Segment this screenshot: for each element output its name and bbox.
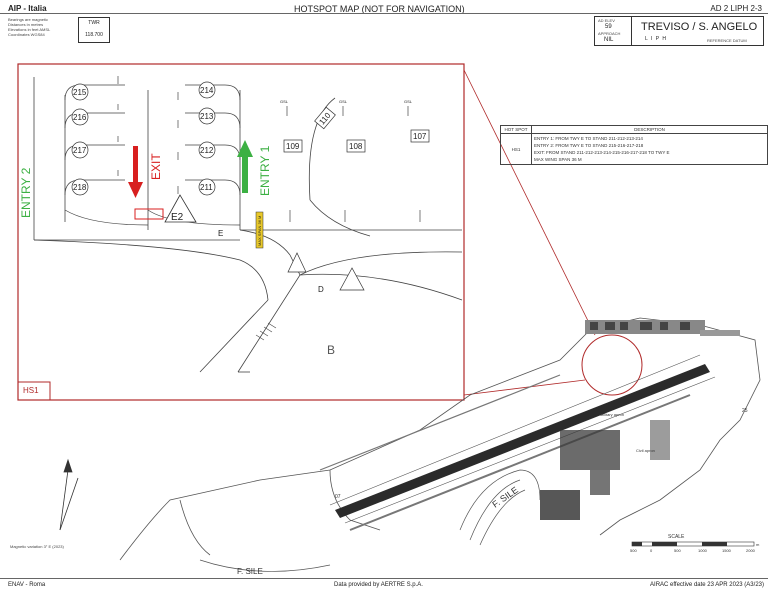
scale-label: SCALE	[668, 534, 685, 540]
river-label: F. SILE	[490, 485, 520, 510]
entry-arrows	[237, 140, 253, 193]
aerodrome-name: TREVISO / S. ANGELO	[641, 21, 758, 33]
inset-frame	[17, 63, 465, 401]
ad-elev-label: AD ELEV	[598, 18, 615, 23]
leader-line-top	[463, 69, 596, 336]
hold-triangle	[164, 194, 197, 223]
span-sign	[255, 211, 264, 249]
approach-value: NIL	[604, 37, 614, 43]
scale-tick: 1000	[698, 548, 708, 553]
scale-tick: 500	[630, 548, 637, 553]
inset-label: HS1	[23, 386, 39, 395]
footer-rule	[0, 578, 768, 579]
stand-label: 213	[200, 112, 214, 121]
hotspot-table: HOT SPOT DESCRIPTION HS1 ENTRY 1: FROM T…	[500, 125, 768, 165]
b-label: B	[327, 343, 335, 357]
gsl-label: GSL	[339, 99, 348, 104]
e2-label: E2	[171, 212, 184, 223]
info-divider	[631, 17, 632, 45]
header-note: Distances in metres	[8, 22, 44, 27]
header-notes: Bearings are magnetic Distances in metre…	[8, 17, 50, 37]
ad-info-box: AD ELEV 59 APPROACH NIL TREVISO / S. ANG…	[594, 16, 764, 46]
runway-end-label: 07	[335, 494, 341, 500]
twr-frequency: 118.700	[85, 32, 103, 38]
hotspot-circle	[581, 334, 643, 396]
scale-bar: SCALE 500 0 500 1000 1500 2000 m	[630, 534, 760, 553]
scale-unit: m	[756, 542, 760, 547]
stand-label: 214	[200, 86, 214, 95]
header-rule	[0, 13, 768, 14]
hold-triangle	[287, 252, 307, 273]
scale-tick: 0	[650, 548, 653, 553]
stand-label: 212	[200, 146, 214, 155]
description-line: EXIT: FROM STAND 211-212-213-214-215-216…	[534, 150, 670, 155]
description-line: ENTRY 2: FROM TWY E TO STAND 215-216-217…	[534, 143, 644, 148]
taxiway	[319, 374, 561, 471]
scale-tick: 2000	[746, 548, 756, 553]
hotspot-id: HS1	[500, 133, 532, 165]
stand-label: 217	[73, 146, 87, 155]
hotspot-description: ENTRY 1: FROM TWY E TO STAND 211-212-213…	[531, 133, 768, 165]
stands-right: 109 108 107 110 GSL GSL GSL	[280, 99, 430, 153]
runway	[329, 354, 716, 524]
table-row: HS1 ENTRY 1: FROM TWY E TO STAND 211-212…	[500, 133, 768, 165]
entry2-label: ENTRY 2	[19, 167, 33, 218]
scale-tick: 1500	[722, 548, 732, 553]
e-label: E	[218, 229, 223, 238]
airport-boundary	[119, 317, 761, 561]
taxiway	[349, 394, 691, 531]
approach-label: APPROACH	[598, 31, 621, 36]
apron-label: Military apron	[600, 412, 624, 417]
stand-label: 216	[73, 113, 87, 122]
runway-hatch	[255, 322, 277, 341]
inset-label-box	[17, 381, 51, 401]
gsl-label: GSL	[404, 99, 413, 104]
icao-code: L I P H	[645, 36, 668, 42]
river-label: F. SILE	[237, 567, 263, 576]
description-line: ENTRY 1: FROM TWY E TO STAND 211-212-213…	[534, 136, 643, 141]
hold-triangle	[339, 267, 365, 291]
footer-center: Data provided by AERTRE S.p.A.	[334, 582, 423, 588]
stand-label: 211	[200, 183, 213, 192]
apron-label: Civil apron	[636, 448, 655, 453]
twr-box: TWR 118.700	[78, 17, 110, 43]
footer-left: ENAV - Roma	[8, 582, 46, 588]
mag-var-label: Magnetic variation 3° E (2023)	[10, 544, 65, 549]
stand-lead-lines	[64, 84, 241, 226]
description-line: MAX WING SPAN 36 M	[534, 157, 582, 162]
ad-elev-value: 59	[605, 24, 612, 30]
entry1-label: ENTRY 1	[258, 145, 272, 196]
header-note: Coordinates WGS84	[8, 32, 45, 37]
span-sign-label: MAX SPAN 36 M	[257, 216, 262, 246]
apron-buildings	[585, 320, 740, 336]
exit-arrow	[128, 146, 143, 198]
stand-arrows	[117, 76, 421, 222]
header-center-title: HOTSPOT MAP (NOT FOR NAVIGATION)	[294, 4, 465, 14]
d-label: D	[318, 285, 324, 294]
header-left-title: AIP - Italia	[8, 4, 47, 13]
reference-datum: REFERENCE DATUM	[707, 38, 747, 43]
header-note: Elevations in feet AMSL	[8, 27, 51, 32]
leader-line-bottom	[463, 379, 586, 396]
stand-label: 218	[73, 183, 87, 192]
north-arrow	[59, 458, 79, 531]
stand-markers: 215 216 217 218 214 213 212 211	[71, 81, 216, 196]
footer-right: AIRAC effective date 23 APR 2023 (A3/23)	[650, 582, 764, 588]
river-sile	[199, 469, 541, 572]
stand-label: 107	[413, 132, 427, 141]
stand-label: 109	[286, 142, 300, 151]
runway-end-label: 25	[742, 408, 748, 414]
stand-label: 215	[73, 88, 87, 97]
military-area	[540, 420, 670, 520]
exit-sign-box	[134, 208, 164, 220]
scale-tick: 500	[674, 548, 681, 553]
gsl-label: GSL	[280, 99, 289, 104]
header-note: Bearings are magnetic	[8, 17, 49, 22]
stand-label: 108	[349, 142, 363, 151]
exit-label: EXIT	[149, 153, 163, 180]
twr-label: TWR	[88, 20, 100, 26]
header-right-title: AD 2 LIPH 2-3	[710, 4, 762, 13]
